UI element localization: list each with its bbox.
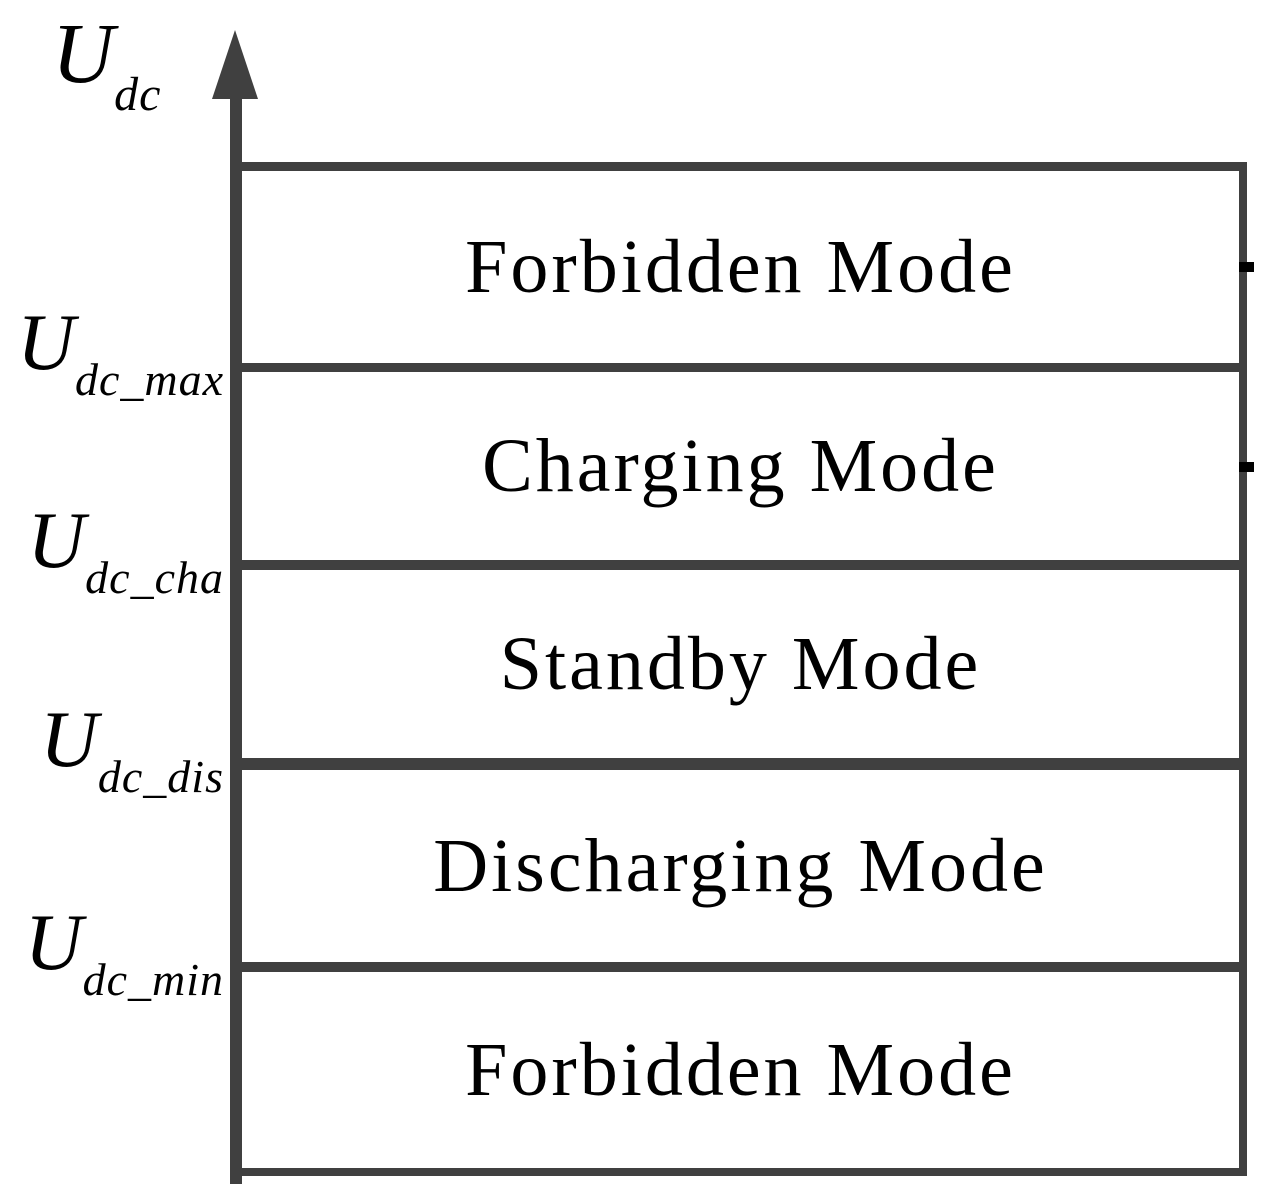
right-tick-charging	[1239, 462, 1254, 472]
band-label: Forbidden Mode	[465, 1027, 1016, 1112]
y-axis-line	[230, 95, 242, 1184]
band-standby: Standby Mode	[242, 570, 1239, 758]
band-border-right	[1239, 162, 1247, 1176]
threshold-udc-cha: Udc_cha	[27, 501, 224, 601]
band-border-udc-dis	[230, 758, 1247, 770]
y-axis-arrowhead-icon	[212, 30, 258, 99]
threshold-udc-max: Udc_max	[17, 303, 224, 403]
axis-title-udc: Udc	[52, 10, 161, 119]
band-border-bottom	[230, 1168, 1247, 1176]
threshold-subscript: dc_cha	[85, 552, 224, 603]
right-tick-forbidden	[1239, 262, 1254, 272]
band-border-top	[230, 162, 1247, 171]
threshold-udc-dis: Udc_dis	[40, 700, 224, 800]
axis-title-base: U	[52, 5, 115, 101]
band-forbidden-top: Forbidden Mode	[242, 171, 1239, 363]
threshold-subscript: dc_min	[82, 954, 224, 1005]
threshold-subscript: dc_max	[74, 354, 224, 405]
band-discharging: Discharging Mode	[242, 770, 1239, 962]
threshold-base: U	[40, 696, 98, 784]
band-label: Discharging Mode	[433, 823, 1048, 908]
threshold-subscript: dc_dis	[97, 751, 224, 802]
band-label: Forbidden Mode	[465, 224, 1016, 309]
band-charging: Charging Mode	[242, 372, 1239, 560]
threshold-base: U	[17, 299, 75, 387]
axis-title-subscript: dc	[114, 68, 162, 121]
band-border-udc-max	[230, 363, 1247, 372]
band-label: Standby Mode	[499, 621, 982, 706]
band-forbidden-bottom: Forbidden Mode	[242, 972, 1239, 1168]
threshold-base: U	[24, 899, 83, 987]
band-border-udc-cha	[230, 560, 1247, 570]
threshold-udc-min: Udc_min	[25, 903, 224, 1003]
band-border-udc-min	[230, 962, 1247, 972]
threshold-base: U	[27, 497, 86, 585]
band-label: Charging Mode	[482, 423, 999, 508]
